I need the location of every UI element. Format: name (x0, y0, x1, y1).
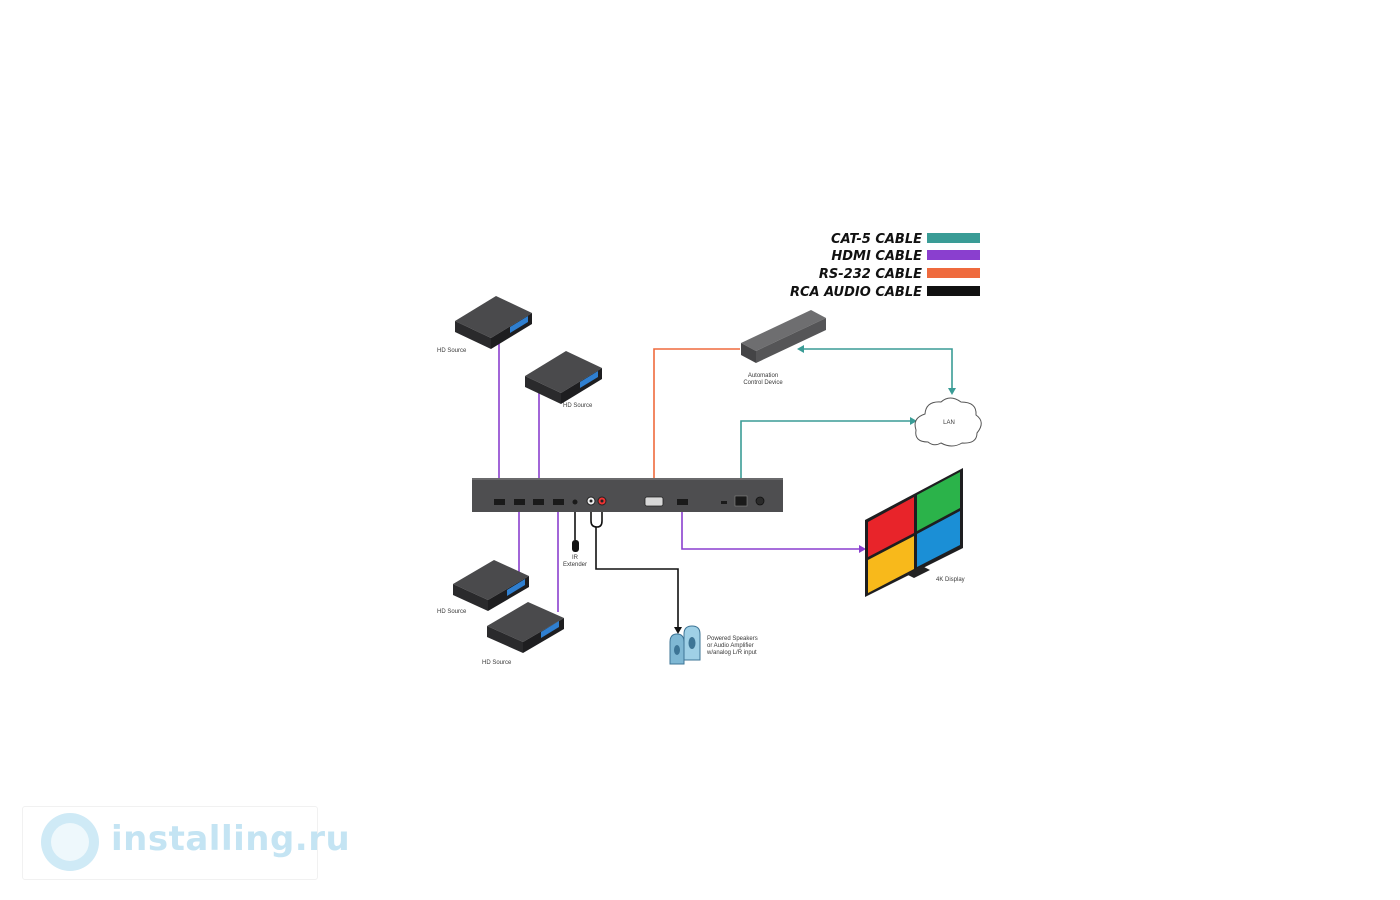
cat5-cable-switch (740, 420, 914, 497)
hdmi-input-port-4 (553, 499, 564, 505)
legend: CAT-5 CABLE HDMI CABLE RS-232 CABLE RCA … (790, 232, 980, 300)
display-quadrant-blue (917, 511, 960, 567)
reset-button (721, 501, 727, 504)
ir-port (572, 499, 578, 505)
hd-source-label-1: HD Source (437, 348, 467, 354)
ir-extender-label-line2: Extender (563, 562, 587, 568)
rs232-port (644, 496, 664, 507)
hdmi-cable-display (681, 505, 862, 550)
powered-speakers-icon (669, 625, 701, 665)
automation-label-line1: Automation (748, 373, 778, 379)
rca-audio-cable (590, 505, 603, 528)
hdmi-input-port-1 (494, 499, 505, 505)
legend-label-rca: RCA AUDIO CABLE (790, 285, 922, 300)
cat5-cable-automation (800, 348, 953, 392)
automation-control-device (741, 310, 826, 363)
matrix-switcher-device (472, 478, 783, 512)
hd-source-device-2 (525, 351, 602, 404)
arrow-lan-down (948, 388, 956, 395)
legend-swatch-rs232 (927, 268, 980, 278)
hd-source-label-4: HD Source (482, 660, 512, 666)
hd-source-device-4 (487, 602, 564, 653)
legend-label-cat5: CAT-5 CABLE (831, 232, 922, 247)
legend-swatch-hdmi (927, 250, 980, 260)
arrow-display (859, 545, 866, 553)
automation-label-line2: Control Device (743, 380, 783, 386)
ir-extender-label-line1: IR (572, 555, 579, 561)
speakers-label-line1: Powered Speakers (707, 636, 758, 642)
arrow-automation (797, 345, 804, 353)
speakers-label-line2: or Audio Amplifier (707, 643, 754, 649)
legend-label-rs232: RS-232 CABLE (819, 267, 922, 282)
lan-cloud-icon (914, 397, 982, 447)
hd-source-label-2: HD Source (563, 403, 593, 409)
legend-swatch-rca (927, 286, 980, 296)
hdmi-input-port-2 (514, 499, 525, 505)
rs232-cable (653, 348, 740, 497)
hdmi-input-port-3 (533, 499, 544, 505)
power-port (755, 496, 765, 506)
rca-audio-cable-speakers (595, 527, 679, 630)
watermark: installing.ru (22, 806, 350, 880)
legend-label-hdmi: HDMI CABLE (831, 249, 922, 264)
legend-swatch-cat5 (927, 233, 980, 243)
lan-label: LAN (943, 420, 955, 426)
watermark-text: installing.ru (111, 819, 351, 859)
display-quadrant-green (917, 472, 960, 531)
arrow-speakers (674, 627, 682, 634)
display-quadrant-yellow (868, 536, 914, 593)
speakers-label-line3: w/analog L/R input (706, 650, 757, 656)
hdmi-output-port (677, 499, 688, 505)
hd-source-device-3 (453, 560, 529, 611)
4k-display-device (865, 468, 963, 597)
display-label: 4K Display (936, 577, 965, 583)
lan-port (734, 495, 748, 507)
hd-source-device-1 (455, 296, 532, 349)
display-quadrant-red (868, 497, 914, 557)
hd-source-label-3: HD Source (437, 609, 467, 615)
ir-extender-device (572, 540, 579, 552)
installing-logo-icon (41, 813, 99, 871)
arrow-lan-in (910, 417, 917, 425)
